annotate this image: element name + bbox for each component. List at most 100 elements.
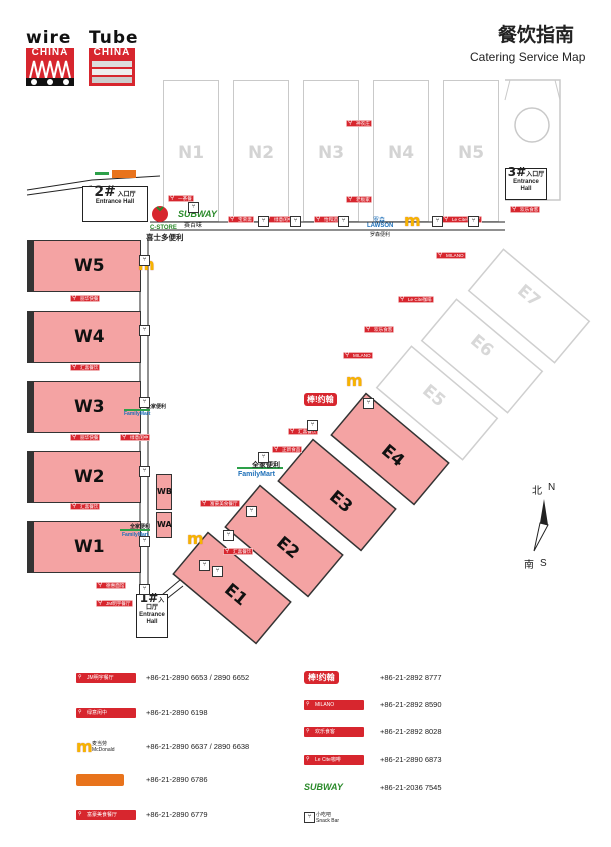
legend-tag-0-label: JM明宇餐厅	[87, 675, 114, 681]
hall-n4-label: N4	[387, 143, 415, 163]
hall-e4[interactable]	[330, 392, 450, 506]
hall-w5-wall	[28, 241, 34, 291]
wire-logo-word: wire	[26, 28, 72, 48]
restaurant-tag-w5-label: 丽华快餐	[80, 296, 99, 301]
entrance-3-en1: Entrance	[513, 179, 539, 185]
legend-right-tag-1: ⚲MILANO	[304, 700, 364, 710]
snack-bar-icon: ⑂	[258, 452, 269, 463]
legend-right-phone-1: +86-21-2892 8590	[380, 700, 442, 709]
legend-snack-en: Snack Bar	[316, 818, 340, 824]
fork-knife-icon: ⚲	[290, 428, 295, 434]
snack-bar-icon: ⑂	[139, 255, 150, 266]
fork-knife-icon: ⚲	[78, 811, 82, 817]
restaurant-tag-w1a[interactable]: ⚲德惠面馆	[96, 582, 127, 589]
fork-knife-icon: ⚲	[512, 206, 517, 212]
entrance-3-en2: Hall	[520, 186, 532, 192]
hall-w5[interactable]: W5	[27, 240, 141, 292]
hall-w2[interactable]: W2	[27, 451, 141, 503]
restaurant-tag-n5[interactable]: ⚲Le Cite咖啡厅	[442, 216, 483, 223]
restaurant-tag-e3[interactable]: ⚲正新食品	[272, 446, 303, 453]
restaurant-tag-n4[interactable]: ⚲老板家	[346, 196, 372, 203]
familymart-bar-2	[95, 172, 109, 175]
tube-logo-word: Tube	[89, 28, 139, 48]
fork-knife-icon: ⚲	[78, 674, 82, 680]
restaurant-tag-w4[interactable]: ⚲汇喜餐饮	[70, 364, 101, 371]
legend-tag-1-label: 绿意闲中	[87, 710, 108, 716]
restaurant-tag-w3a[interactable]: ⚲丽华快餐	[70, 434, 101, 441]
entrance-2-number: 2#	[94, 184, 116, 200]
restaurant-tag-n4top[interactable]: ⚲神农庄	[346, 120, 372, 127]
hall-n4[interactable]: N4	[373, 80, 429, 222]
restaurant-tag-e7[interactable]: ⚲MILANO	[436, 252, 466, 259]
legend-phone-3: +86-21-2890 6786	[146, 775, 208, 784]
familymart-e2-cn: 全家便利	[252, 462, 280, 469]
legend-right-tag-1-label: MILANO	[315, 702, 335, 708]
hall-wa-label: WA	[157, 520, 172, 529]
fork-knife-icon: ⚲	[98, 600, 103, 606]
hall-n5[interactable]: N5	[443, 80, 499, 222]
restaurant-tag-e7-label: MILANO	[446, 253, 464, 258]
fork-knife-icon: ⚲	[366, 326, 371, 332]
subway-legend-icon: SUBWAY	[304, 782, 343, 792]
hall-w5-label: W5	[74, 256, 105, 276]
hall-wb[interactable]: WB	[156, 474, 172, 510]
snack-bar-legend-icon: ⑂	[304, 812, 315, 823]
fork-knife-icon: ⚲	[72, 295, 77, 301]
restaurant-tag-n3b[interactable]: ⚲怡和酒店	[314, 216, 345, 223]
snack-bar-icon: ⑂	[432, 216, 443, 227]
familymart-e2-en: FamilyMart	[238, 471, 275, 478]
snack-bar-icon: ⑂	[468, 216, 479, 227]
legend-snack-cn: 小吃吧	[316, 812, 332, 818]
entrance-hall-2[interactable]: 2# 入口厅 Entrance Hall	[82, 184, 148, 222]
restaurant-tag-w2[interactable]: ⚲汇喜餐饮	[70, 503, 101, 510]
entrance-hall-1[interactable]: 1#入口厅 Entrance Hall	[136, 592, 168, 638]
restaurant-tag-e3b[interactable]: ⚲汇喜餐饮	[288, 428, 319, 435]
hall-w3-wall	[28, 382, 34, 432]
legend-right-tag-2-label: 欢乐食客	[315, 729, 336, 735]
hall-wa[interactable]: WA	[156, 512, 172, 538]
hall-w3[interactable]: W3	[27, 381, 141, 433]
fork-knife-icon: ⚲	[170, 195, 175, 201]
fork-knife-icon: ⚲	[202, 500, 207, 506]
restaurant-tag-e1-label: 汇喜餐饮	[233, 549, 252, 554]
restaurant-tag-e5[interactable]: ⚲欢乐食客	[364, 326, 395, 333]
restaurant-tag-e5-label: 欢乐食客	[374, 327, 393, 332]
orange-brand-legend-icon	[76, 774, 124, 786]
entrance-2-cn: 入口厅	[117, 192, 136, 198]
restaurant-tag-w5[interactable]: ⚲丽华快餐	[70, 295, 101, 302]
page-title-cn: 餐饮指南	[498, 24, 575, 46]
entrance-hall-3[interactable]: 3#入口厅 Entrance Hall	[505, 166, 547, 200]
hall-n2-label: N2	[247, 143, 275, 163]
snack-bar-icon: ⑂	[223, 530, 234, 541]
restaurant-tag-e6[interactable]: ⚲Le Cite咖啡	[398, 296, 434, 303]
legend-tag-4: ⚲富豪美食餐厅	[76, 810, 136, 820]
hall-e5[interactable]	[375, 345, 499, 461]
restaurant-tag-n1[interactable]: ⚲一茶餐	[168, 195, 194, 202]
restaurant-tag-n2[interactable]: ⚲宝荣斋	[228, 216, 254, 223]
restaurant-tag-n2-label: 宝荣斋	[238, 217, 252, 222]
restaurant-tag-w3b[interactable]: ⚲绿意闲中	[120, 434, 151, 441]
familymart-w1-en: FamilyMart	[122, 532, 149, 538]
subway-cn-label: 赛百味	[184, 223, 203, 229]
restaurant-tag-e1[interactable]: ⚲汇喜餐饮	[223, 548, 254, 555]
restaurant-tag-n5b[interactable]: ⚲欢乐食客	[510, 206, 541, 213]
restaurant-tag-e4[interactable]: ⚲MILANO	[343, 352, 373, 359]
familymart-w3-cn: 全家便利	[146, 404, 167, 410]
restaurant-tag-e2[interactable]: ⚲富豪美食餐厅	[200, 500, 240, 507]
restaurant-tag-n4top-label: 神农庄	[356, 121, 370, 126]
compass-north-en: N	[548, 482, 556, 493]
lawson-cn-top: 罗森	[373, 218, 386, 224]
hall-e7[interactable]	[467, 248, 591, 364]
fork-knife-icon: ⚲	[78, 709, 82, 715]
fork-knife-icon: ⚲	[274, 446, 279, 452]
fork-knife-icon: ⚲	[400, 296, 405, 302]
compass-needle-icon	[533, 499, 549, 552]
hall-w4[interactable]: W4	[27, 311, 141, 363]
lawson-cn-label: 罗森便利	[370, 232, 391, 238]
hall-e6[interactable]	[420, 298, 544, 414]
restaurant-tag-w1b[interactable]: ⚲JM明宇餐厅	[96, 600, 133, 607]
tube-logo-china: CHINA	[89, 48, 135, 58]
hall-e3[interactable]	[277, 438, 397, 552]
page-title-en: Catering Service Map	[470, 50, 586, 64]
